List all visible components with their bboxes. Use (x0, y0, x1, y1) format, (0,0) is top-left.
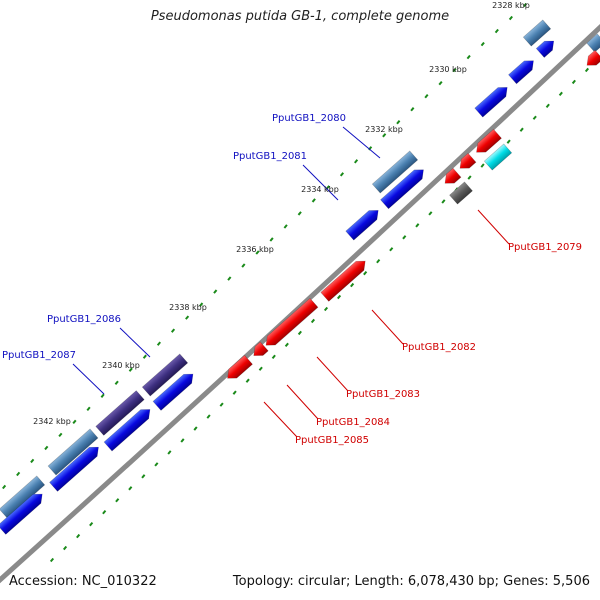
kbp-tick-label: 2330 kbp (429, 65, 467, 74)
topology-text: Topology: circular; Length: 6,078,430 bp… (232, 574, 590, 589)
reverse-cds-arrow (253, 341, 269, 356)
label-leader-line (371, 309, 404, 345)
label-leader-line (263, 401, 298, 438)
gene-label[interactable]: PputGB1_2087 (2, 350, 76, 361)
kbp-tick-label: 2340 kbp (102, 361, 140, 370)
accession-text: Accession: NC_010322 (9, 574, 157, 589)
kbp-tick-label: 2342 kbp (33, 417, 71, 426)
forward-cds-arrow (103, 409, 151, 452)
steelblue-feature (47, 428, 99, 476)
steelblue-feature (522, 19, 552, 47)
kbp-tick-label: 2336 kbp (236, 245, 274, 254)
reverse-cds-arrow (227, 354, 253, 379)
cyan-feature (483, 143, 513, 171)
label-leader-line (302, 164, 339, 201)
forward-cds-arrow (380, 169, 424, 210)
kbp-tick-label: 2334 kbp (301, 185, 339, 194)
gene-label[interactable]: PputGB1_2085 (295, 435, 369, 446)
reverse-cds-arrow (265, 297, 319, 346)
reverse-cds-arrow (586, 49, 600, 66)
forward-cds-arrow (152, 373, 194, 411)
kbp-tick-label: 2332 kbp (365, 125, 403, 134)
gray-feature (449, 181, 473, 205)
gene-label[interactable]: PputGB1_2086 (47, 314, 121, 325)
forward-cds-arrow (508, 60, 534, 85)
reverse-cds-arrow (444, 167, 462, 184)
gene-label[interactable]: PputGB1_2083 (346, 389, 420, 400)
forward-cds-arrow (474, 87, 508, 118)
genome-title: Pseudomonas putida GB-1, complete genome (150, 9, 450, 24)
reverse-cds-arrow (459, 152, 477, 169)
forward-cds-arrow (0, 493, 43, 535)
genome-backbone (0, 23, 600, 584)
gc-content-dots (2, 2, 600, 563)
forward-cds-arrow (49, 446, 99, 492)
steelblue-feature (371, 150, 419, 194)
label-leader-line (342, 126, 381, 159)
gene-label[interactable]: PputGB1_2084 (316, 417, 390, 428)
kbp-ticks: 2328 kbp 2330 kbp 2332 kbp 2334 kbp 2336 kbp… (33, 1, 530, 426)
gene-label[interactable]: PputGB1_2082 (402, 342, 476, 353)
kbp-tick-label: 2328 kbp (492, 1, 530, 10)
purple-feature (141, 353, 189, 397)
label-leader-lines (72, 126, 510, 438)
label-leader-line (72, 363, 105, 395)
purple-feature (95, 390, 145, 436)
gene-label[interactable]: PputGB1_2080 (272, 113, 346, 124)
forward-cds-arrow (535, 40, 555, 58)
gene-labels: PputGB1_2080PputGB1_2081PputGB1_2086Pput… (2, 113, 582, 446)
gene-label[interactable]: PputGB1_2081 (233, 151, 307, 162)
gene-label[interactable]: PputGB1_2079 (508, 242, 582, 253)
label-leader-line (316, 356, 349, 392)
reverse-cds-arrow (476, 128, 502, 153)
label-leader-line (477, 209, 510, 245)
label-leader-line (286, 384, 319, 420)
forward-cds-arrow (345, 210, 379, 241)
label-leader-line (119, 327, 151, 358)
gene-features (0, 19, 600, 535)
reverse-cds-arrow (320, 260, 366, 302)
kbp-tick-label: 2338 kbp (169, 303, 207, 312)
